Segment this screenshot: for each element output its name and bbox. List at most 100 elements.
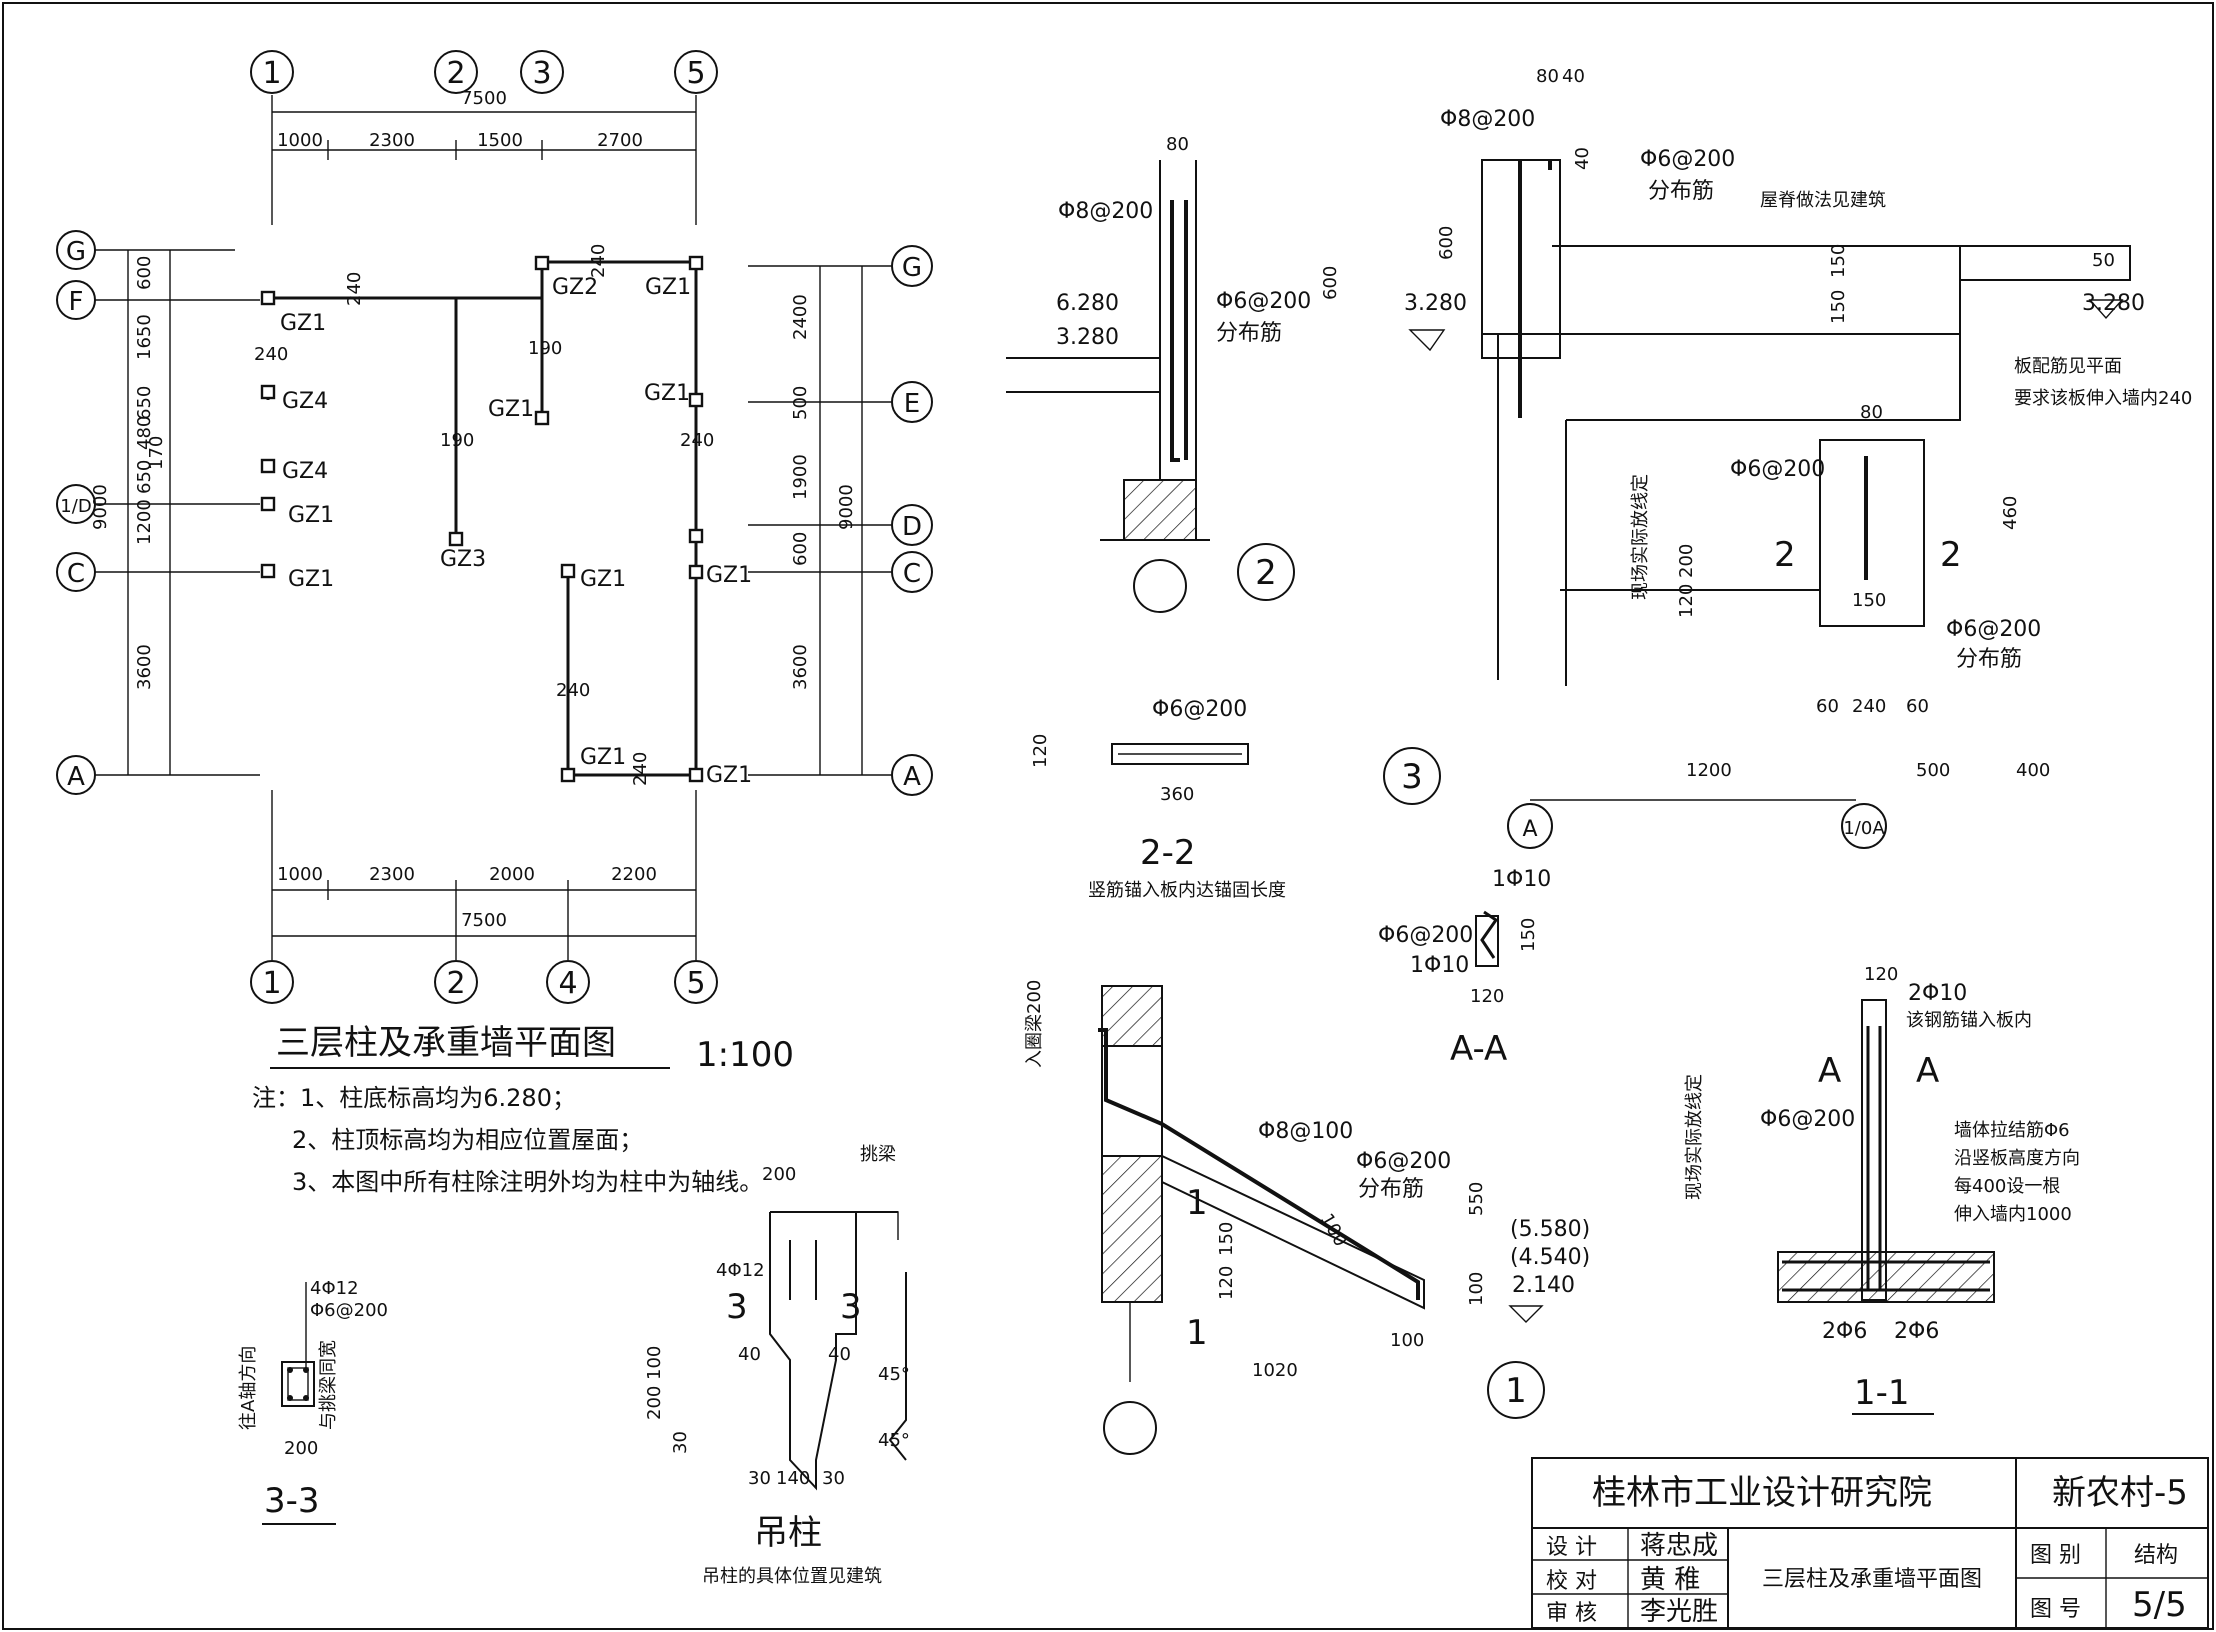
drawing-label: Φ6@200 [1730,457,1825,482]
structural-columns [260,255,704,783]
drawing-label: 45° [878,1364,910,1385]
drawing-label: 5 [686,56,705,91]
drawing-label: GZ1 [580,745,626,770]
drawing-label: 新农村-5 [2052,1473,2188,1513]
hanging-column-detail: 200 挑梁 4Φ12 3 3 40 40 100 200 30 30 140 … [644,1144,910,1587]
plan-title: 三层柱及承重墙平面图 [276,1023,616,1063]
drawing-label: 240 [588,244,609,278]
drawing-label: 30 [748,1468,771,1489]
drawing-label: Φ6@200 [1152,697,1247,722]
drawing-label: 650 [134,460,155,494]
axis-bubble-top-1: 1 [250,50,294,94]
drawing-label: (5.580) [1510,1217,1590,1242]
drawing-label: 3.280 [1056,325,1119,350]
drawing-label: 40 [1572,147,1593,170]
drawing-label: 150 [1852,590,1886,611]
drawing-label: 分布筋 [1956,647,2022,672]
drawing-label: 60 [1816,696,1839,717]
drawing-label: 500 [790,386,811,420]
axis-bubble-bottom-4: 4 [546,960,590,1004]
notes: 注：1、柱底标高均为6.280； 2、柱顶标高均为相应位置屋面； 3、本图中所有… [252,1084,763,1196]
drawing-label: 120 [1676,584,1697,618]
drawing-label: 240 [680,430,714,451]
drawing-label: 1 [1186,1313,1208,1353]
drawing-label: A [1522,817,1537,842]
drawing-label: 40 [828,1344,851,1365]
drawing-label: 60 [1906,696,1929,717]
drawing-label: 1200 [1686,760,1732,781]
drawing-label: GZ1 [644,381,690,406]
axis-bubble-top-3: 3 [520,50,564,94]
drawing-label: 设 计 [1546,1535,1597,1560]
drawing-label: 6.280 [1056,291,1119,316]
drawing-label: G [902,253,922,283]
drawing-label: Φ6@200 [1760,1107,1855,1132]
drawing-label: 200 [762,1164,796,1185]
drawing-label: 2400 [790,294,811,340]
drawing-label: Φ6@200 [1640,147,1735,172]
drawing-label: 460 [2000,496,2021,530]
drawing-label: GZ1 [580,567,626,592]
drawing-label: 4Φ12 [310,1278,359,1299]
detail-3-3: 4Φ12 Φ6@200 往A轴方向 与挑梁同宽 200 3-3 [238,1278,388,1525]
drawing-label: 现场实际放线定 [1684,1074,1705,1200]
detail-3-roof: A 1/0A 80 40 Φ8@200 Φ6@200 分布筋 屋脊做法见建筑 4… [1383,66,2192,849]
drawing-label: 2200 [611,864,657,885]
title-block: 桂林市工业设计研究院 新农村-5 设 计 校 对 审 核 蒋忠成 黄 稚 李光胜… [1531,1457,2209,1629]
drawing-label: 竖筋锚入板内达锚固长度 [1088,880,1286,901]
drawing-label: 100 [1316,1210,1351,1250]
drawing-label: 吊柱 [754,1513,822,1553]
drawing-label: 校 对 [1546,1569,1597,1594]
drawing-label: A [1818,1051,1841,1091]
drawing-label: 1 [1505,1371,1527,1411]
drawing-label: 240 [254,344,288,365]
drawing-label: 1020 [1252,1360,1298,1381]
drawing-label: GZ1 [288,567,334,592]
detail-A-A: 1Φ10 Φ6@200 1Φ10 150 120 A-A [1378,867,1551,1069]
drawing-label: 审 核 [1546,1601,1597,1626]
drawing-label: 3 [532,56,551,91]
drawing-label: 1000 [277,130,323,151]
drawing-label: 200 [1676,544,1697,578]
drawing-label: 7500 [461,88,507,109]
drawing-label: GZ2 [552,275,598,300]
drawing-label: GZ4 [282,459,328,484]
drawing-label: 3600 [790,644,811,690]
drawing-label: 2Φ10 [1908,981,1967,1006]
drawing-label: Φ6@200 [310,1300,388,1321]
drawing-label: 140 [776,1468,810,1489]
drawing-label: 1900 [790,454,811,500]
drawing-label: 2 [1940,535,1962,575]
drawing-label: 吊柱的具体位置见建筑 [702,1566,882,1587]
drawing-label: A [1916,1051,1939,1091]
drawing-label: GZ1 [645,275,691,300]
drawing-label: 1Φ10 [1410,953,1469,978]
drawing-label: 360 [1160,784,1194,805]
drawing-label: 3.280 [1404,291,1467,316]
drawing-label: 要求该板伸入墙内240 [2014,388,2192,409]
drawing-label: 与挑梁同宽 [318,1340,339,1430]
drawing-label: 45° [878,1430,910,1451]
detail-1-1: 120 2Φ10 该钢筋锚入板内 A A Φ6@200 墙体拉结筋Φ6 沿竖板高… [1684,964,2080,1415]
drawing-label: 3 [726,1287,748,1327]
drawing-label: 200 [644,1386,665,1420]
drawing-label: 190 [528,338,562,359]
drawing-label: 1Φ10 [1492,867,1551,892]
drawing-label: 黄 稚 [1640,1565,1700,1595]
drawing-label: 400 [2016,760,2050,781]
drawing-label: Φ6@200 [1356,1149,1451,1174]
drawing-label: 190 [440,430,474,451]
drawing-label: 图 号 [2030,1597,2081,1622]
drawing-label: 30 [670,1431,691,1454]
drawing-label: 蒋忠成 [1640,1531,1718,1561]
drawing-label: F [69,287,84,317]
drawing-label: 120 [1030,734,1051,768]
drawing-label: 240 [630,752,651,786]
drawing-label: 1000 [277,864,323,885]
drawing-label: 2300 [369,864,415,885]
drawing-label: 2000 [489,864,535,885]
drawing-label: Φ6@200 [1216,289,1311,314]
drawing-label: GZ4 [282,389,328,414]
drawing-label: 4Φ12 [716,1260,765,1281]
drawing-label: 李光胜 [1640,1597,1718,1627]
